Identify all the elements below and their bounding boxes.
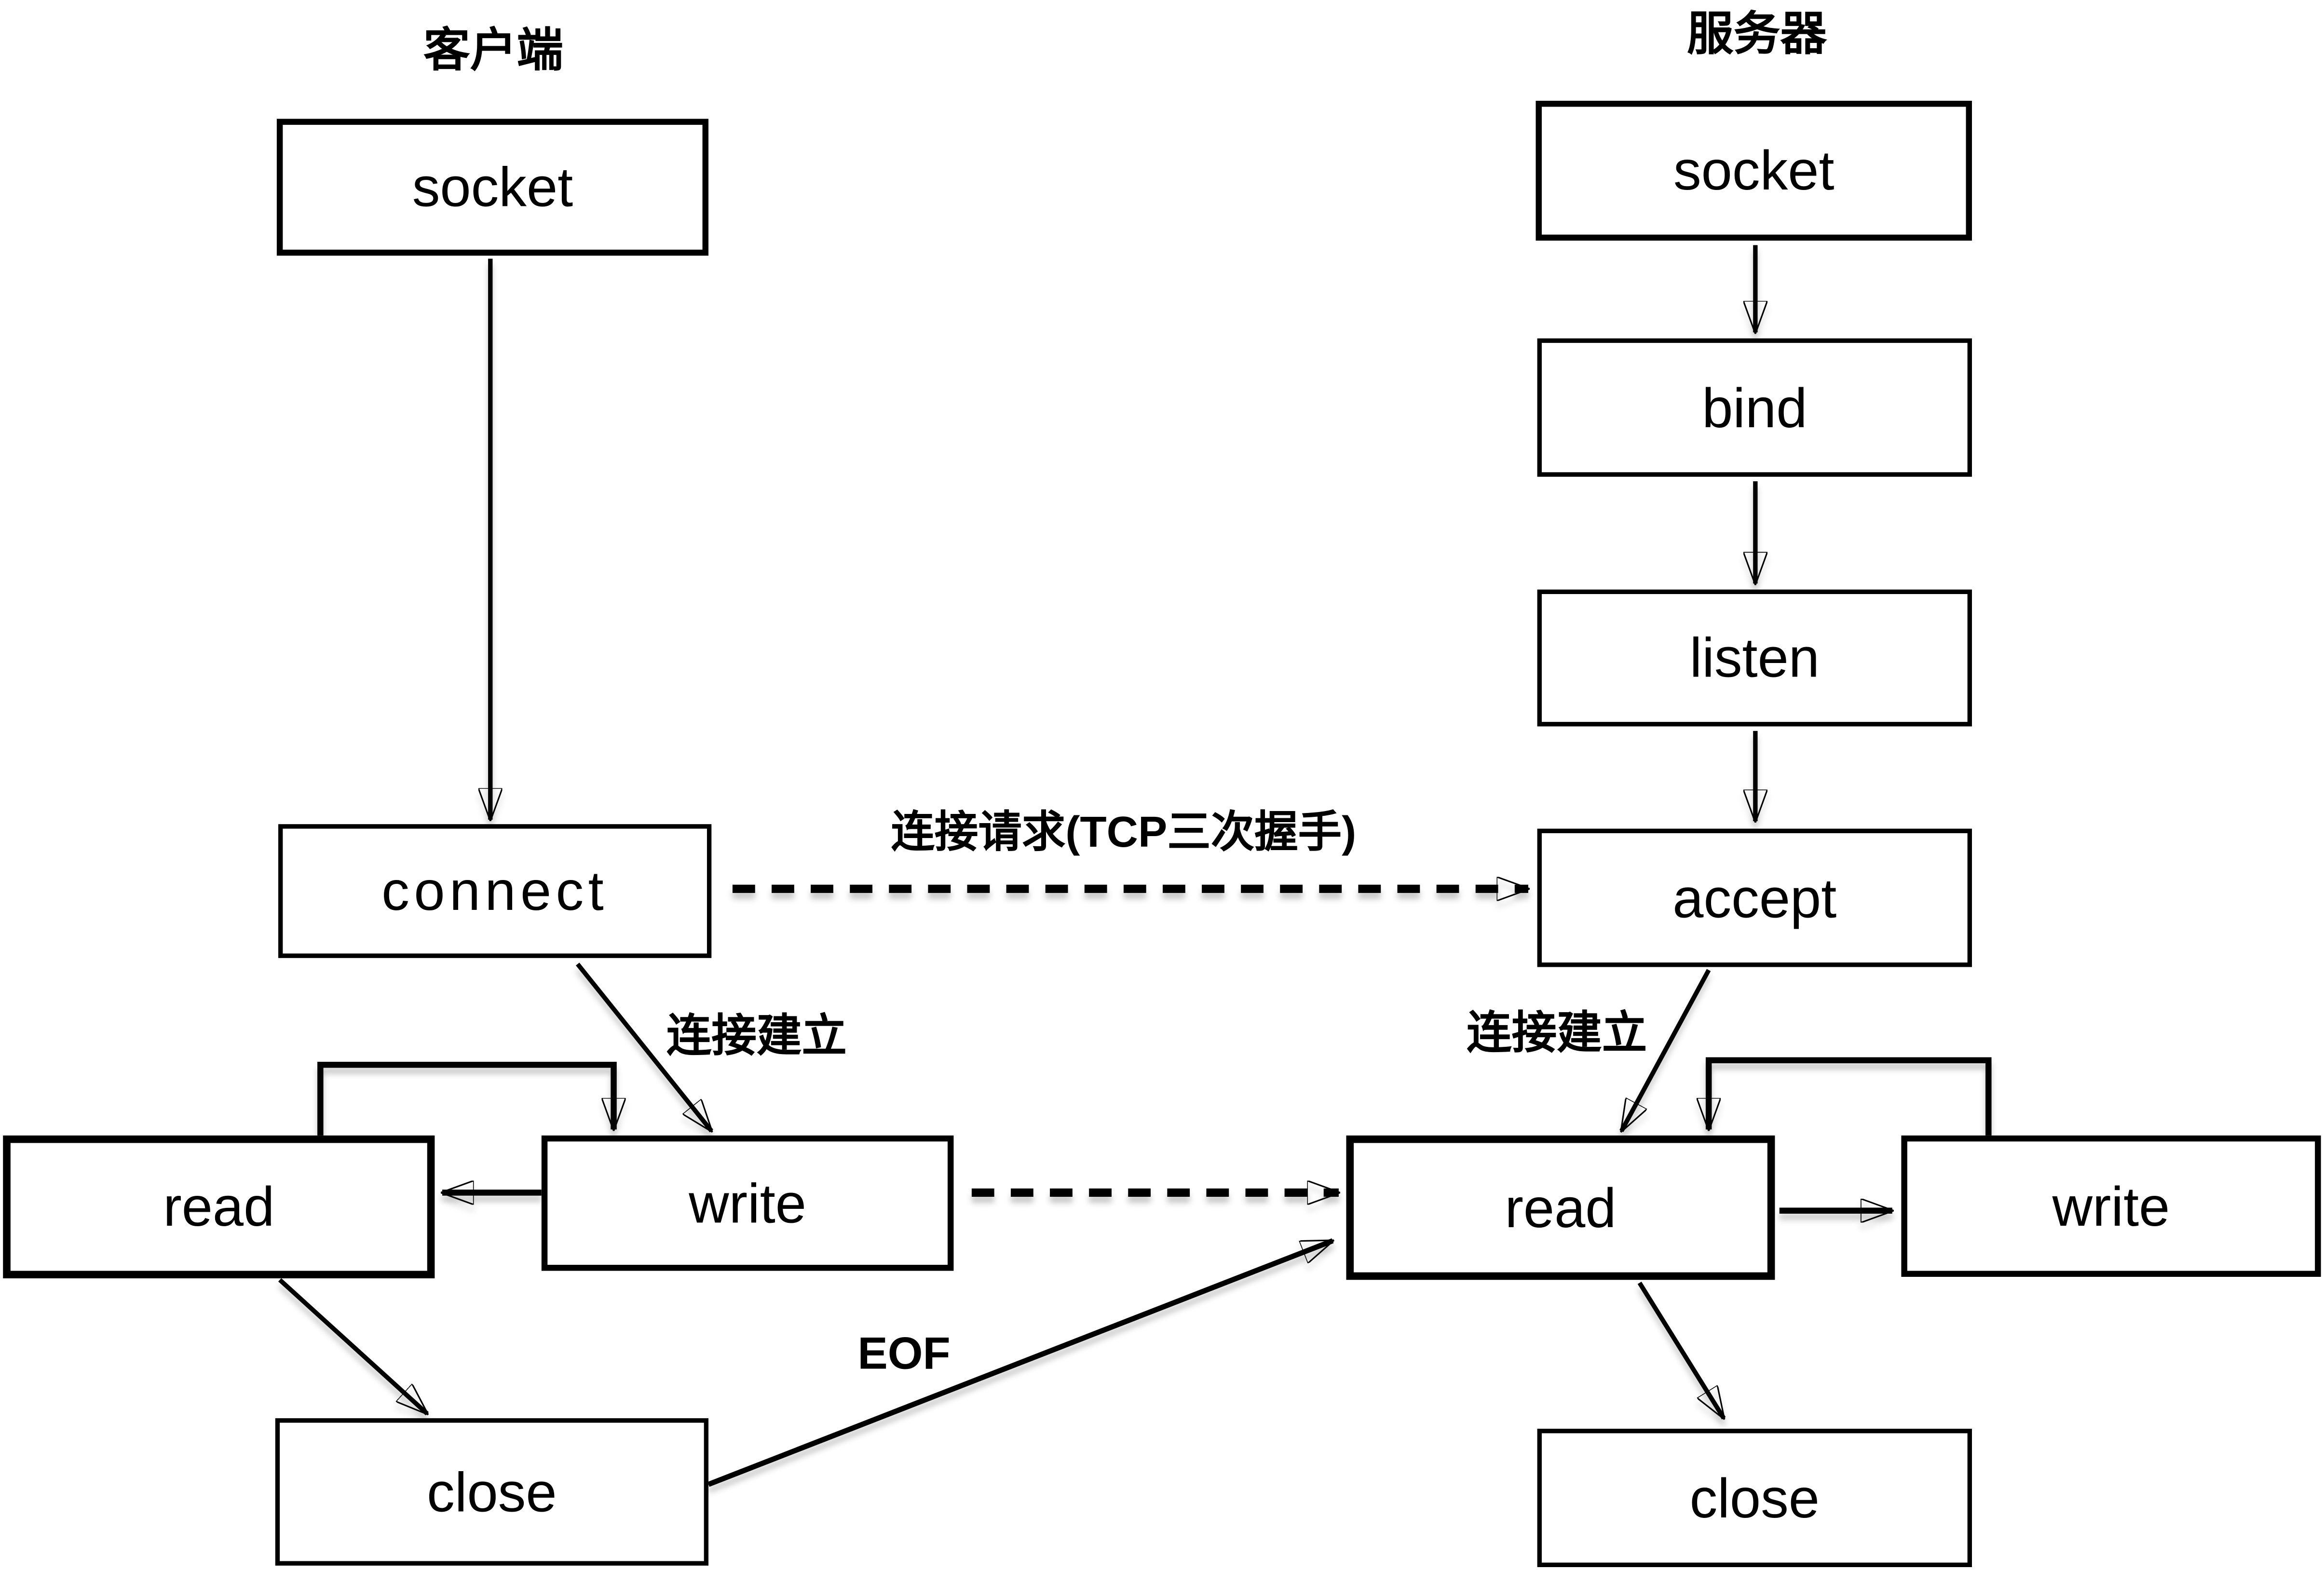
connection-established-client-label: 连接建立 bbox=[666, 1012, 847, 1062]
eof-label: EOF bbox=[857, 1329, 951, 1380]
server-socket-label: socket bbox=[1673, 140, 1835, 202]
arrow-client-read-to-close bbox=[278, 1278, 427, 1414]
arrow-eof-close-to-server-read bbox=[707, 1238, 1332, 1487]
arrow-server-write-loop-to-read bbox=[1709, 1057, 1992, 1137]
server-read-label: read bbox=[1505, 1177, 1617, 1239]
server-accept-label: accept bbox=[1672, 867, 1837, 929]
client-read-label: read bbox=[163, 1176, 275, 1238]
client-connect-box: connect bbox=[278, 824, 712, 958]
arrow-client-connect-to-write-established bbox=[576, 962, 712, 1131]
client-connect-label: connect bbox=[381, 860, 609, 922]
connection-established-server-label: 连接建立 bbox=[1467, 1009, 1647, 1059]
server-listen-label: listen bbox=[1689, 627, 1820, 689]
handshake-label: 连接请求(TCP三次握手) bbox=[891, 809, 1357, 857]
client-close-label: close bbox=[427, 1461, 557, 1523]
server-bind-label: bind bbox=[1702, 377, 1808, 439]
arrow-client-read-loop-to-write bbox=[317, 1062, 613, 1137]
client-socket-box: socket bbox=[276, 119, 709, 256]
client-write-label: write bbox=[689, 1172, 806, 1234]
server-write-box: write bbox=[1901, 1135, 2321, 1277]
client-read-box: read bbox=[3, 1135, 435, 1279]
server-bind-box: bind bbox=[1537, 338, 1972, 477]
client-close-box: close bbox=[275, 1418, 709, 1566]
client-title: 客户端 bbox=[423, 24, 564, 77]
server-read-box: read bbox=[1346, 1135, 1775, 1280]
server-listen-box: listen bbox=[1537, 589, 1972, 727]
arrow-server-accept-to-read-established bbox=[1619, 969, 1711, 1131]
server-accept-box: accept bbox=[1537, 828, 1972, 967]
server-write-label: write bbox=[2052, 1175, 2170, 1237]
server-socket-box: socket bbox=[1536, 100, 1972, 241]
server-close-box: close bbox=[1537, 1429, 1972, 1567]
client-write-box: write bbox=[541, 1135, 954, 1271]
server-close-label: close bbox=[1689, 1467, 1820, 1529]
client-socket-label: socket bbox=[412, 156, 573, 218]
arrow-server-read-to-close bbox=[1637, 1282, 1724, 1419]
server-title: 服务器 bbox=[1686, 7, 1827, 60]
